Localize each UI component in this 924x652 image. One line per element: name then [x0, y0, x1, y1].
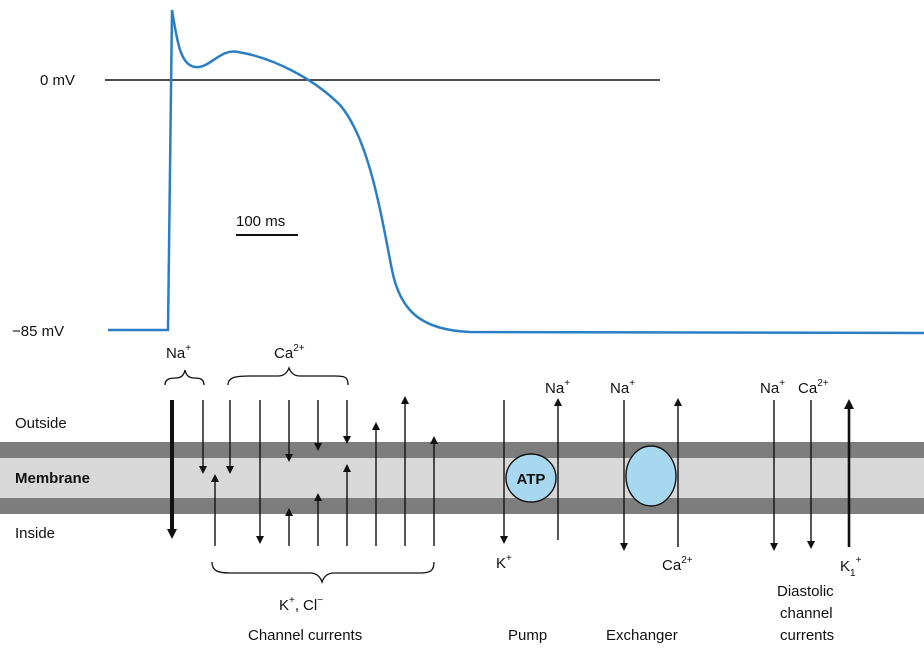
k1-label: K1+	[840, 555, 862, 579]
diastolic-label-2: channel	[780, 605, 833, 622]
time-scale-label: 100 ms	[236, 213, 285, 230]
na-label-diastolic: Na+	[760, 378, 785, 397]
membrane-core	[0, 458, 924, 498]
rest-mv-label: −85 mV	[12, 323, 64, 340]
pump-label: Pump	[508, 627, 547, 644]
atp-label: ATP	[517, 471, 546, 488]
membrane-label: Membrane	[15, 470, 90, 487]
k-cl-label: K+,Cl−	[279, 595, 323, 614]
outside-label: Outside	[15, 415, 67, 432]
channel-currents-brace	[211, 561, 435, 585]
na-label-exchanger: Na+	[610, 378, 635, 397]
action-potential-trace	[108, 9, 924, 335]
na-label-pump: Na+	[545, 378, 570, 397]
zero-mv-label: 0 mV	[40, 72, 75, 89]
ca-label-top: Ca2+	[274, 343, 305, 362]
atp-pump	[505, 453, 557, 503]
k-label-pump: K+	[496, 553, 512, 572]
na-label-top: Na+	[166, 343, 191, 362]
ca-brace	[227, 366, 349, 386]
na-brace	[164, 369, 205, 386]
ca-label-diastolic: Ca2+	[798, 378, 829, 397]
exchanger-protein	[625, 445, 677, 507]
diastolic-label-3: currents	[780, 627, 834, 644]
inside-label: Inside	[15, 525, 55, 542]
ca-label-exchanger: Ca2+	[662, 555, 693, 574]
exchanger-label: Exchanger	[606, 627, 678, 644]
diastolic-label-1: Diastolic	[777, 583, 834, 600]
channel-currents-label: Channel currents	[248, 627, 362, 644]
